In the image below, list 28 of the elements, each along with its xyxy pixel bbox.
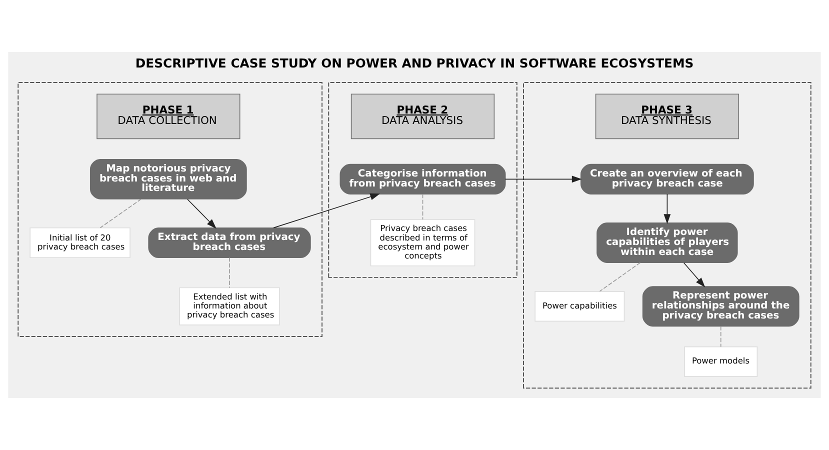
- diagram-title: DESCRIPTIVE CASE STUDY ON POWER AND PRIVACY IN SOFTWARE ECOSYSTEMS: [135, 56, 694, 71]
- connector: [100, 198, 142, 228]
- cluster: [328, 82, 518, 278]
- node-box: Privacy breach cases described in terms of ecosystem and power concepts: [370, 219, 476, 266]
- arrow: [664, 194, 671, 224]
- node-box: Extended list with information about privacy breach cases: [179, 287, 280, 326]
- node-box: Initial list of 20 privacy breach cases: [30, 227, 130, 258]
- cluster: [18, 82, 322, 337]
- node-box: Categorise information from privacy breach cases: [340, 164, 506, 194]
- cluster: [523, 82, 812, 389]
- arrow: [273, 193, 380, 228]
- arrow: [504, 176, 582, 183]
- node-box: PHASE 1 DATA COLLECTION: [96, 94, 240, 140]
- node-box: Map notorious privacy breach cases in web and literature: [90, 158, 247, 200]
- connector: [720, 326, 722, 348]
- node-box: PHASE 2 DATA ANALYSIS: [350, 94, 495, 140]
- node-box: Identify power capabilities of players within each case: [596, 222, 738, 263]
- connector: [599, 262, 641, 292]
- node-box: PHASE 3 DATA SYNTHESIS: [595, 94, 740, 140]
- node-box: Power models: [684, 346, 758, 377]
- node-box: Extract data from privacy breach cases: [148, 227, 311, 258]
- connector: [422, 194, 424, 220]
- arrow: [187, 198, 216, 229]
- node-box: Power capabilities: [534, 291, 625, 322]
- arrow: [683, 262, 706, 288]
- connector: [229, 257, 230, 288]
- node-box: Create an overview of each privacy breach case: [580, 164, 754, 194]
- node-box: Represent power relationships around the privacy breach cases: [642, 286, 800, 327]
